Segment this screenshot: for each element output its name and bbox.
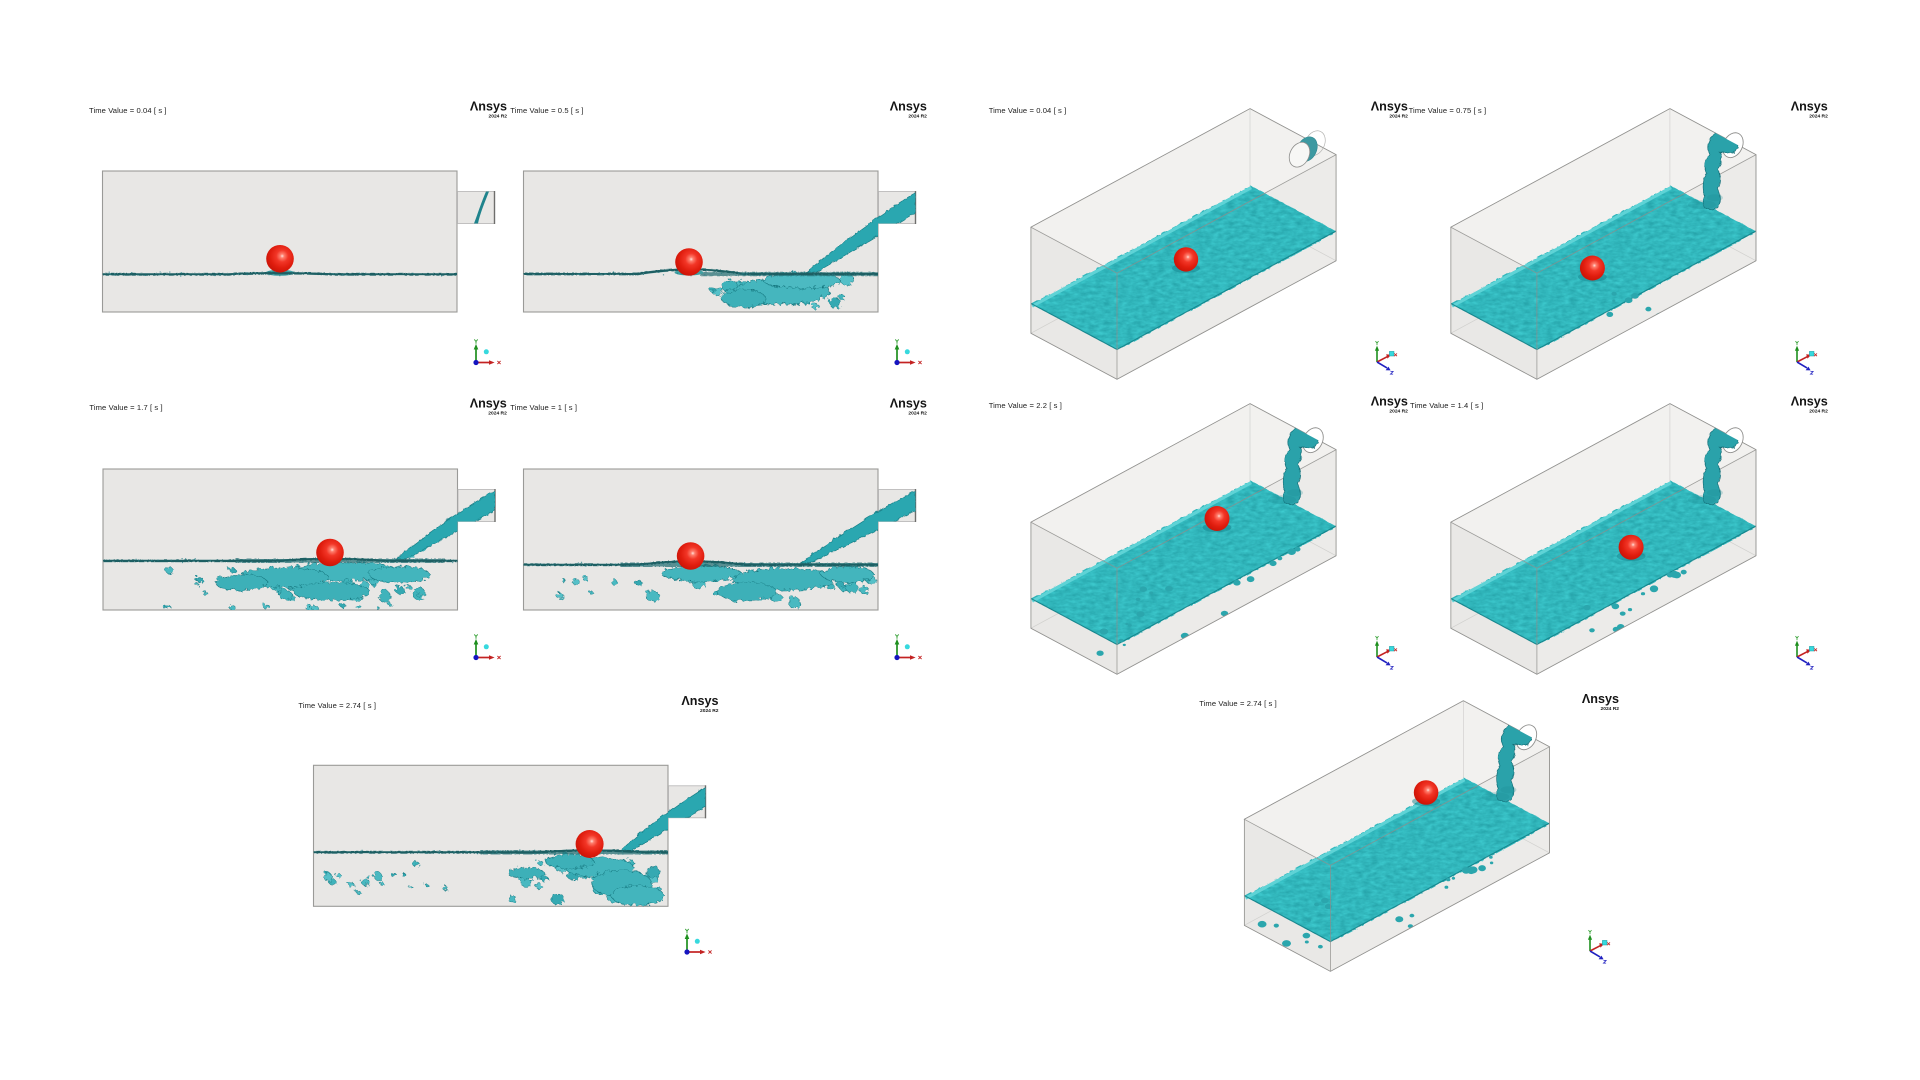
svg-text:2024 R2: 2024 R2 [1809,409,1828,415]
svg-text:Λnsys: Λnsys [890,100,927,114]
svg-text:Λnsys: Λnsys [890,397,927,411]
svg-text:Λnsys: Λnsys [470,100,507,114]
svg-text:Λnsys: Λnsys [1371,395,1408,409]
svg-text:Time Value = 1 [ s ]: Time Value = 1 [ s ] [510,403,577,412]
svg-text:2024 R2: 2024 R2 [489,114,508,120]
svg-text:Λnsys: Λnsys [1371,100,1408,114]
svg-text:2024 R2: 2024 R2 [1601,706,1620,712]
svg-text:Time Value = 2.2 [ s ]: Time Value = 2.2 [ s ] [989,401,1062,410]
svg-text:Λnsys: Λnsys [1791,395,1828,409]
svg-text:Λnsys: Λnsys [470,397,507,411]
svg-text:Time Value = 1.7 [ s ]: Time Value = 1.7 [ s ] [89,403,162,412]
svg-text:Λnsys: Λnsys [681,694,718,708]
svg-text:Time Value = 2.74 [ s ]: Time Value = 2.74 [ s ] [298,701,376,710]
svg-text:Time Value = 0.04 [ s ]: Time Value = 0.04 [ s ] [989,106,1067,115]
svg-text:2024 R2: 2024 R2 [908,114,927,120]
svg-text:2024 R2: 2024 R2 [1389,114,1408,120]
svg-text:Time Value = 0.75 [ s ]: Time Value = 0.75 [ s ] [1409,106,1487,115]
svg-text:Time Value = 1.4 [ s ]: Time Value = 1.4 [ s ] [1410,401,1483,410]
svg-text:Time Value = 0.04 [ s ]: Time Value = 0.04 [ s ] [89,106,167,115]
svg-text:Λnsys: Λnsys [1791,100,1828,114]
svg-text:2024 R2: 2024 R2 [1809,114,1828,120]
svg-text:2024 R2: 2024 R2 [1389,409,1408,415]
svg-text:2024 R2: 2024 R2 [488,411,507,417]
svg-text:Time Value = 2.74 [ s ]: Time Value = 2.74 [ s ] [1199,699,1277,708]
svg-text:2024 R2: 2024 R2 [700,708,719,714]
svg-text:Λnsys: Λnsys [1582,692,1619,706]
svg-text:2024 R2: 2024 R2 [908,411,927,417]
svg-text:Time Value = 0.5 [ s ]: Time Value = 0.5 [ s ] [510,106,583,115]
